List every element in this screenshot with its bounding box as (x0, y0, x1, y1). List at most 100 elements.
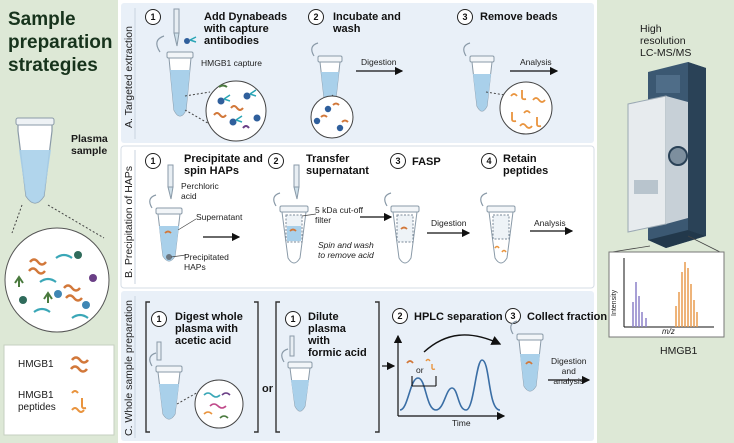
row-c-step-3-text: Collect fraction (527, 311, 608, 323)
protein-label: HMGB1 (660, 345, 698, 357)
legend-hmgb1-label: HMGB1 (18, 359, 54, 370)
plasma-label-line: sample (71, 145, 108, 157)
legend-box (3, 344, 115, 436)
spin-line: Spin and wash (318, 240, 374, 250)
hplc-or-label: or (416, 365, 424, 375)
plasma-label-line: Plasma (71, 133, 108, 145)
time-label: Time (452, 418, 471, 428)
pipette-icon (173, 8, 197, 47)
step-line: supernatant (306, 165, 369, 177)
step-line: with capture (204, 23, 269, 35)
row-c-digestion-label: Digestion and analysis (551, 356, 586, 386)
tube-icon (463, 42, 495, 112)
spin-label: Spin and wash to remove acid (318, 240, 374, 260)
spin-line: to remove acid (318, 250, 374, 260)
precipitated-label: Precipitated HAPs (184, 252, 229, 272)
bracket-mid (254, 301, 259, 433)
legend-peptides-line: peptides (18, 402, 56, 413)
spectrum-peaks-purple (632, 282, 647, 327)
row-b-analysis-label: Analysis (534, 218, 566, 228)
hplc-chromatogram (393, 334, 506, 421)
tube-icon (281, 335, 313, 412)
legend-peptides-line: HMGB1 (18, 390, 54, 401)
filter-tube-icon (384, 192, 420, 264)
step-number: 2 (268, 153, 284, 169)
row-a-step-1-text: Add Dynabeads with capture antibodies (204, 11, 287, 47)
instrument-line: LC-MS/MS (640, 47, 692, 59)
instrument-line: resolution (640, 35, 686, 47)
instrument-line: High (640, 23, 662, 35)
hmgb1-peptides-icon (71, 390, 87, 413)
title-line: preparation (8, 32, 113, 53)
step-line: antibodies (204, 35, 260, 47)
row-c-step-1b-text: Dilute plasma with formic acid (308, 311, 367, 359)
perchloric-label: Perchloric acid (181, 181, 219, 201)
or-label: or (262, 383, 273, 395)
step-number: 1 (145, 9, 161, 25)
peptides-zoom-icon (499, 81, 553, 135)
step-number: 2 (392, 308, 408, 324)
row-b-step-4-text: Retain peptides (503, 153, 548, 177)
filter-tube-icon (480, 192, 516, 264)
step-line: Transfer (306, 153, 350, 165)
digestion-line: Digestion (551, 356, 587, 366)
supernatant-label: Supernatant (196, 212, 243, 222)
spectrum-peaks-orange (675, 262, 698, 327)
row-c-step-1a-text: Digest whole plasma with acetic acid (175, 311, 243, 347)
pipette-icon (167, 164, 174, 200)
step-number: 3 (457, 9, 473, 25)
incubate-zoom-icon (310, 95, 354, 139)
filter-tube-icon (273, 192, 309, 264)
bracket-mid2 (275, 301, 280, 433)
tube-icon (156, 35, 194, 117)
step-line: Dilute (308, 311, 339, 323)
step-line: Precipitate and (184, 153, 263, 165)
row-b-step-3-text: FASP (412, 156, 441, 168)
step-line: formic acid (308, 347, 367, 359)
tube-icon (149, 194, 183, 262)
filter-line: filter (315, 215, 332, 225)
step-line: acetic acid (175, 335, 232, 347)
step-line: plasma (308, 323, 346, 335)
spectrum-xlabel: m/z (662, 327, 675, 336)
row-a-step-3-text: Remove beads (480, 11, 558, 23)
step-line: Incubate and (333, 11, 401, 23)
step-line: with (308, 335, 330, 347)
step-line: Retain (503, 153, 537, 165)
spectrum-ylabel: Intensity (611, 289, 618, 316)
mass-spectrometer-icon (627, 62, 706, 248)
step-line: plasma with (175, 323, 238, 335)
row-c-step-2-text: HPLC separation (414, 311, 503, 323)
plasma-sample-label: Plasma sample (71, 133, 108, 157)
step-number: 1 (145, 153, 161, 169)
row-a-digestion-label: Digestion (361, 57, 397, 67)
capture-zoom-icon (205, 80, 267, 142)
bracket-left (145, 301, 150, 433)
step-line: Digest whole (175, 311, 243, 323)
row-a-step-2-text: Incubate and wash (333, 11, 401, 35)
pipette-icon (293, 164, 300, 200)
title-line: strategies (8, 55, 98, 76)
precipitated-line: HAPs (184, 262, 206, 272)
tube-icon (149, 341, 183, 420)
plasma-tube-icon (15, 117, 55, 204)
step-line: spin HAPs (184, 165, 240, 177)
page-title: Sample preparation strategies (8, 8, 113, 77)
row-a-analysis-label: Analysis (520, 57, 552, 67)
legend-peptides-label: HMGB1 peptides (18, 390, 56, 414)
spectrum-box (608, 251, 725, 338)
instrument-label: High resolution LC-MS/MS (640, 23, 691, 59)
digest-zoom-icon (194, 379, 244, 429)
step-number: 3 (390, 153, 406, 169)
capture-label: HMGB1 capture (201, 58, 262, 68)
plasma-zoom-icon (4, 227, 110, 333)
step-number: 2 (308, 9, 324, 25)
perchloric-line: acid (181, 191, 197, 201)
title-line: Sample (8, 9, 76, 30)
